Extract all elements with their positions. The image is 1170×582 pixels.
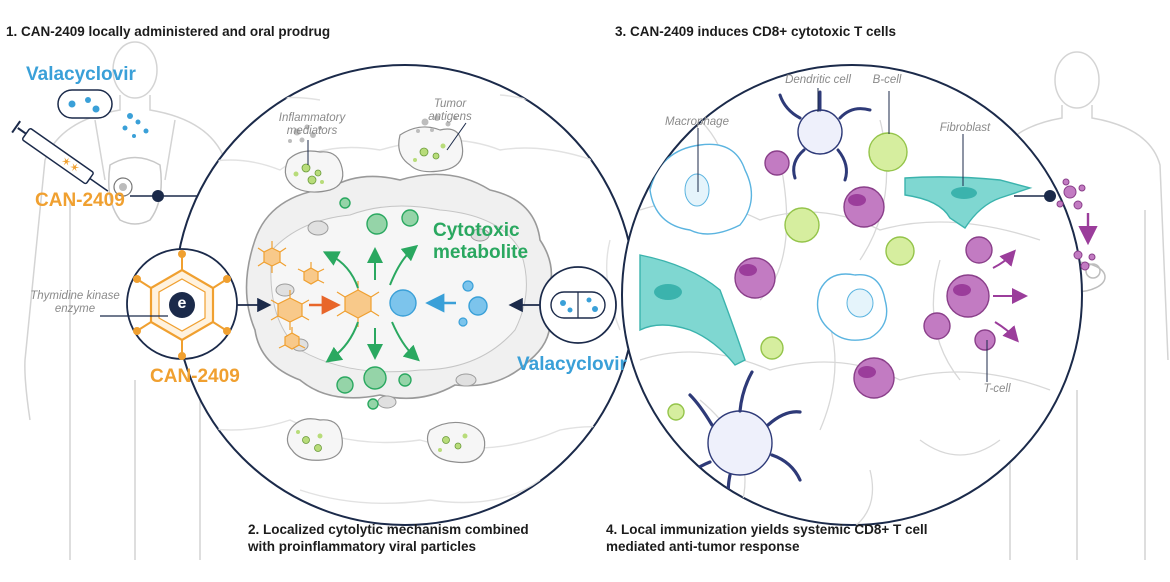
immune-response-circle (621, 64, 1083, 526)
tumor-line1: Tumor (433, 98, 467, 110)
dendritic-cell-label: Dendritic cell (785, 74, 851, 86)
fibroblast-label: Fibroblast (939, 122, 991, 134)
connector-dot (1044, 190, 1056, 202)
step2-line1: 2. Localized cytolytic mechanism combine… (248, 522, 529, 537)
valacyclovir-right-label: Valacyclovir (517, 354, 627, 375)
tumor-microenvironment-circle (174, 64, 636, 526)
step4-line1: 4. Local immunization yields systemic CD… (606, 522, 928, 537)
can2409-left-label: CAN-2409 (35, 190, 125, 211)
thymidine-line1: Thymidine kinase (30, 290, 120, 302)
step2-caption: 2. Localized cytolytic mechanism combine… (248, 521, 568, 555)
thymidine-kinase-circle (126, 248, 238, 360)
enzyme-letter: e (177, 295, 187, 312)
capsule-icon (550, 291, 606, 319)
connector-dot (152, 190, 164, 202)
cytotoxic-line1: Cytotoxic (433, 220, 520, 241)
step4-line2: mediated anti-tumor response (606, 539, 800, 554)
step1-caption: 1. CAN-2409 locally administered and ora… (6, 24, 331, 39)
macrophage-label: Macrophage (665, 116, 729, 128)
can2409-bottom-label: CAN-2409 (150, 366, 240, 387)
thymidine-line2: enzyme (54, 303, 96, 315)
cytotoxic-metabolite-label: Cytotoxic metabolite (433, 220, 528, 264)
tumor-line2: antigens (428, 111, 472, 123)
lung-droplets (122, 113, 149, 138)
bcell-label: B-cell (872, 74, 902, 86)
step4-caption: 4. Local immunization yields systemic CD… (606, 521, 966, 555)
tumor-antigens-label: Tumor antigens (410, 98, 490, 124)
valacyclovir-left-label: Valacyclovir (26, 64, 136, 85)
thymidine-kinase-label: Thymidine kinase enzyme (20, 290, 130, 316)
inflammatory-line1: Inflammatory (278, 112, 346, 124)
tcell-label: T-cell (983, 383, 1011, 395)
inflammatory-mediators-label: Inflammatory mediators (262, 112, 362, 138)
step3-caption: 3. CAN-2409 induces CD8+ cytotoxic T cel… (615, 24, 896, 39)
immune-cells-pelvis (1073, 250, 1096, 271)
inflammatory-line2: mediators (286, 125, 338, 137)
pill-icon (57, 89, 113, 119)
step2-line2: with proinflammatory viral particles (248, 539, 477, 554)
virus-icon (113, 177, 133, 197)
cytotoxic-line2: metabolite (433, 242, 529, 263)
capsule-circle (539, 266, 617, 344)
immune-cluster-icon (1056, 178, 1086, 210)
